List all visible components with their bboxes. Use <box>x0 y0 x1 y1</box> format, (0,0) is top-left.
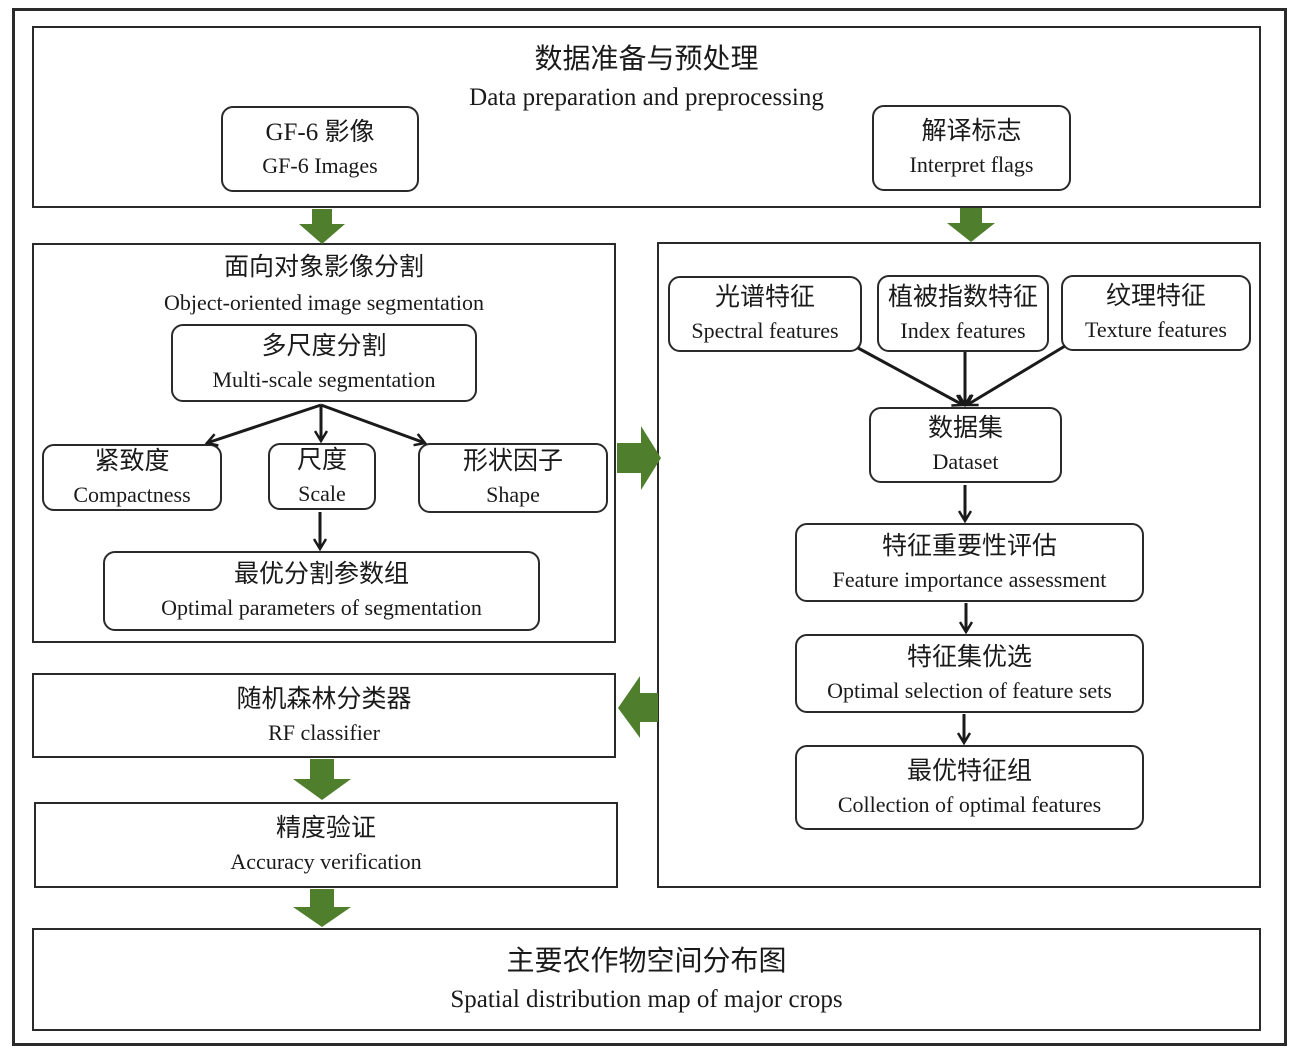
interpret-flags-en: Interpret flags <box>909 152 1034 177</box>
shape-zh: 形状因子 <box>462 448 563 475</box>
feature-selection-zh: 特征集优选 <box>906 643 1032 671</box>
multiscale-zh: 多尺度分割 <box>261 333 387 360</box>
spectral-features-en: Spectral features <box>691 318 839 343</box>
feature-importance-node: 特征重要性评估 Feature importance assessment <box>795 523 1144 602</box>
scale-en: Scale <box>298 480 346 506</box>
dataset-en: Dataset <box>932 449 999 474</box>
outer-frame <box>12 8 1287 1046</box>
compactness-en: Compactness <box>73 481 191 507</box>
optimal-features-node: 最优特征组 Collection of optimal features <box>795 745 1144 830</box>
dataset-zh: 数据集 <box>927 415 1003 442</box>
shape-en: Shape <box>486 482 540 507</box>
rf-classifier-zh: 随机森林分类器 <box>236 685 412 713</box>
index-features-zh: 植被指数特征 <box>887 283 1038 311</box>
feature-importance-zh: 特征重要性评估 <box>881 532 1057 560</box>
shape-node: 形状因子 Shape <box>418 443 608 513</box>
result-zh: 主要农作物空间分布图 <box>506 945 787 977</box>
data-preparation-title-en: Data preparation and preprocessing <box>469 84 824 111</box>
texture-features-en: Texture features <box>1085 317 1227 342</box>
feature-selection-node: 特征集优选 Optimal selection of feature sets <box>795 634 1144 713</box>
rf-classifier-en: RF classifier <box>268 719 380 745</box>
compactness-node: 紧致度 Compactness <box>42 444 222 511</box>
dataset-node: 数据集 Dataset <box>869 407 1062 483</box>
texture-features-node: 纹理特征 Texture features <box>1061 275 1251 351</box>
scale-zh: 尺度 <box>296 446 347 474</box>
index-features-en: Index features <box>900 317 1026 343</box>
accuracy-verification-node: 精度验证 Accuracy verification <box>34 802 618 888</box>
gf6-images-zh: GF-6 影像 <box>265 119 375 146</box>
compactness-zh: 紧致度 <box>94 447 170 475</box>
multiscale-en: Multi-scale segmentation <box>212 367 436 392</box>
result-node: 主要农作物空间分布图 Spatial distribution map of m… <box>32 928 1261 1031</box>
scale-node: 尺度 Scale <box>268 443 376 510</box>
spectral-features-zh: 光谱特征 <box>714 284 815 311</box>
accuracy-verification-zh: 精度验证 <box>275 815 376 842</box>
index-features-node: 植被指数特征 Index features <box>877 275 1049 352</box>
feature-selection-en: Optimal selection of feature sets <box>827 677 1112 703</box>
accuracy-verification-en: Accuracy verification <box>230 849 422 874</box>
interpret-flags-zh: 解译标志 <box>921 118 1022 145</box>
result-en: Spatial distribution map of major crops <box>450 985 843 1013</box>
feature-importance-en: Feature importance assessment <box>832 566 1107 592</box>
optimal-features-en: Collection of optimal features <box>837 791 1102 817</box>
optimal-parameters-zh: 最优分割参数组 <box>233 561 409 588</box>
data-preparation-title-zh: 数据准备与预处理 <box>534 44 759 75</box>
multiscale-segmentation-node: 多尺度分割 Multi-scale segmentation <box>171 324 477 402</box>
optimal-parameters-en: Optimal parameters of segmentation <box>161 595 482 620</box>
interpret-flags-node: 解译标志 Interpret flags <box>872 105 1071 191</box>
texture-features-zh: 纹理特征 <box>1105 283 1206 310</box>
optimal-parameters-node: 最优分割参数组 Optimal parameters of segmentati… <box>103 551 540 631</box>
spectral-features-node: 光谱特征 Spectral features <box>668 276 862 352</box>
segmentation-title-en: Object-oriented image segmentation <box>163 290 485 315</box>
data-preparation-section: 数据准备与预处理 Data preparation and preprocess… <box>32 26 1261 208</box>
gf6-images-node: GF-6 影像 GF-6 Images <box>221 106 419 192</box>
gf6-images-en: GF-6 Images <box>262 153 378 178</box>
optimal-features-zh: 最优特征组 <box>906 757 1032 785</box>
rf-classifier-node: 随机森林分类器 RF classifier <box>32 673 616 758</box>
segmentation-title-zh: 面向对象影像分割 <box>223 254 424 281</box>
